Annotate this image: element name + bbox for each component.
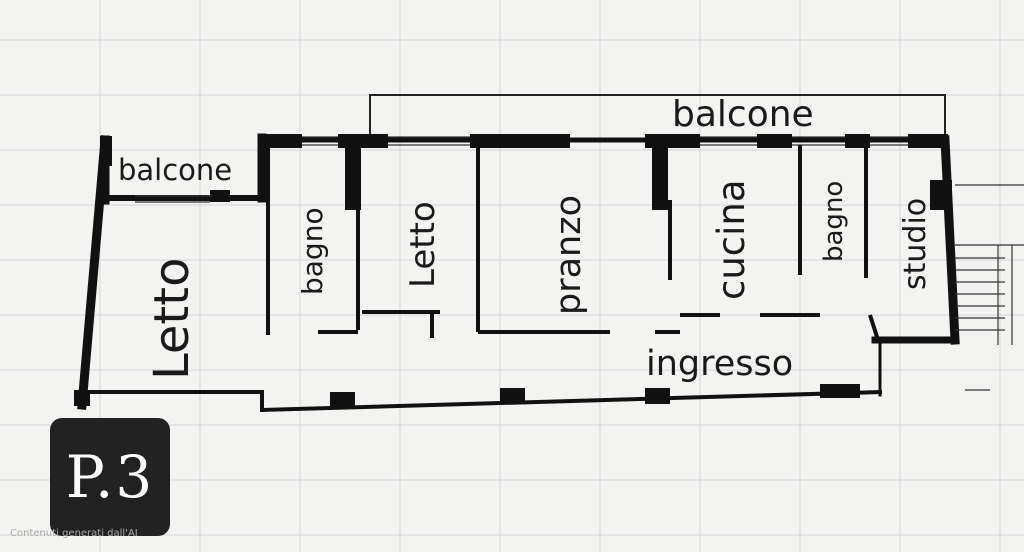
label-ingresso: ingresso bbox=[646, 344, 793, 384]
label-cucina: cucina bbox=[710, 179, 753, 300]
exterior-walls bbox=[77, 133, 960, 413]
label-bagno-2: bagno bbox=[819, 181, 849, 262]
exterior-stair bbox=[955, 184, 1024, 391]
wall-blocks bbox=[74, 134, 952, 406]
label-letto-left: Letto bbox=[144, 258, 200, 380]
label-studio: studio bbox=[898, 198, 933, 290]
label-balcone-left: balcone bbox=[118, 153, 232, 187]
balcony-outline bbox=[369, 94, 946, 140]
interior-walls bbox=[266, 145, 880, 341]
label-letto-2: Letto bbox=[403, 201, 443, 288]
label-pranzo: pranzo bbox=[549, 195, 589, 315]
ai-watermark: Contenuti generati dall'AI bbox=[10, 528, 138, 539]
window-lines bbox=[135, 136, 908, 203]
level-badge: P.3 bbox=[50, 418, 170, 536]
label-balcone-top: balcone bbox=[672, 94, 814, 135]
label-bagno-1: bagno bbox=[296, 207, 329, 295]
